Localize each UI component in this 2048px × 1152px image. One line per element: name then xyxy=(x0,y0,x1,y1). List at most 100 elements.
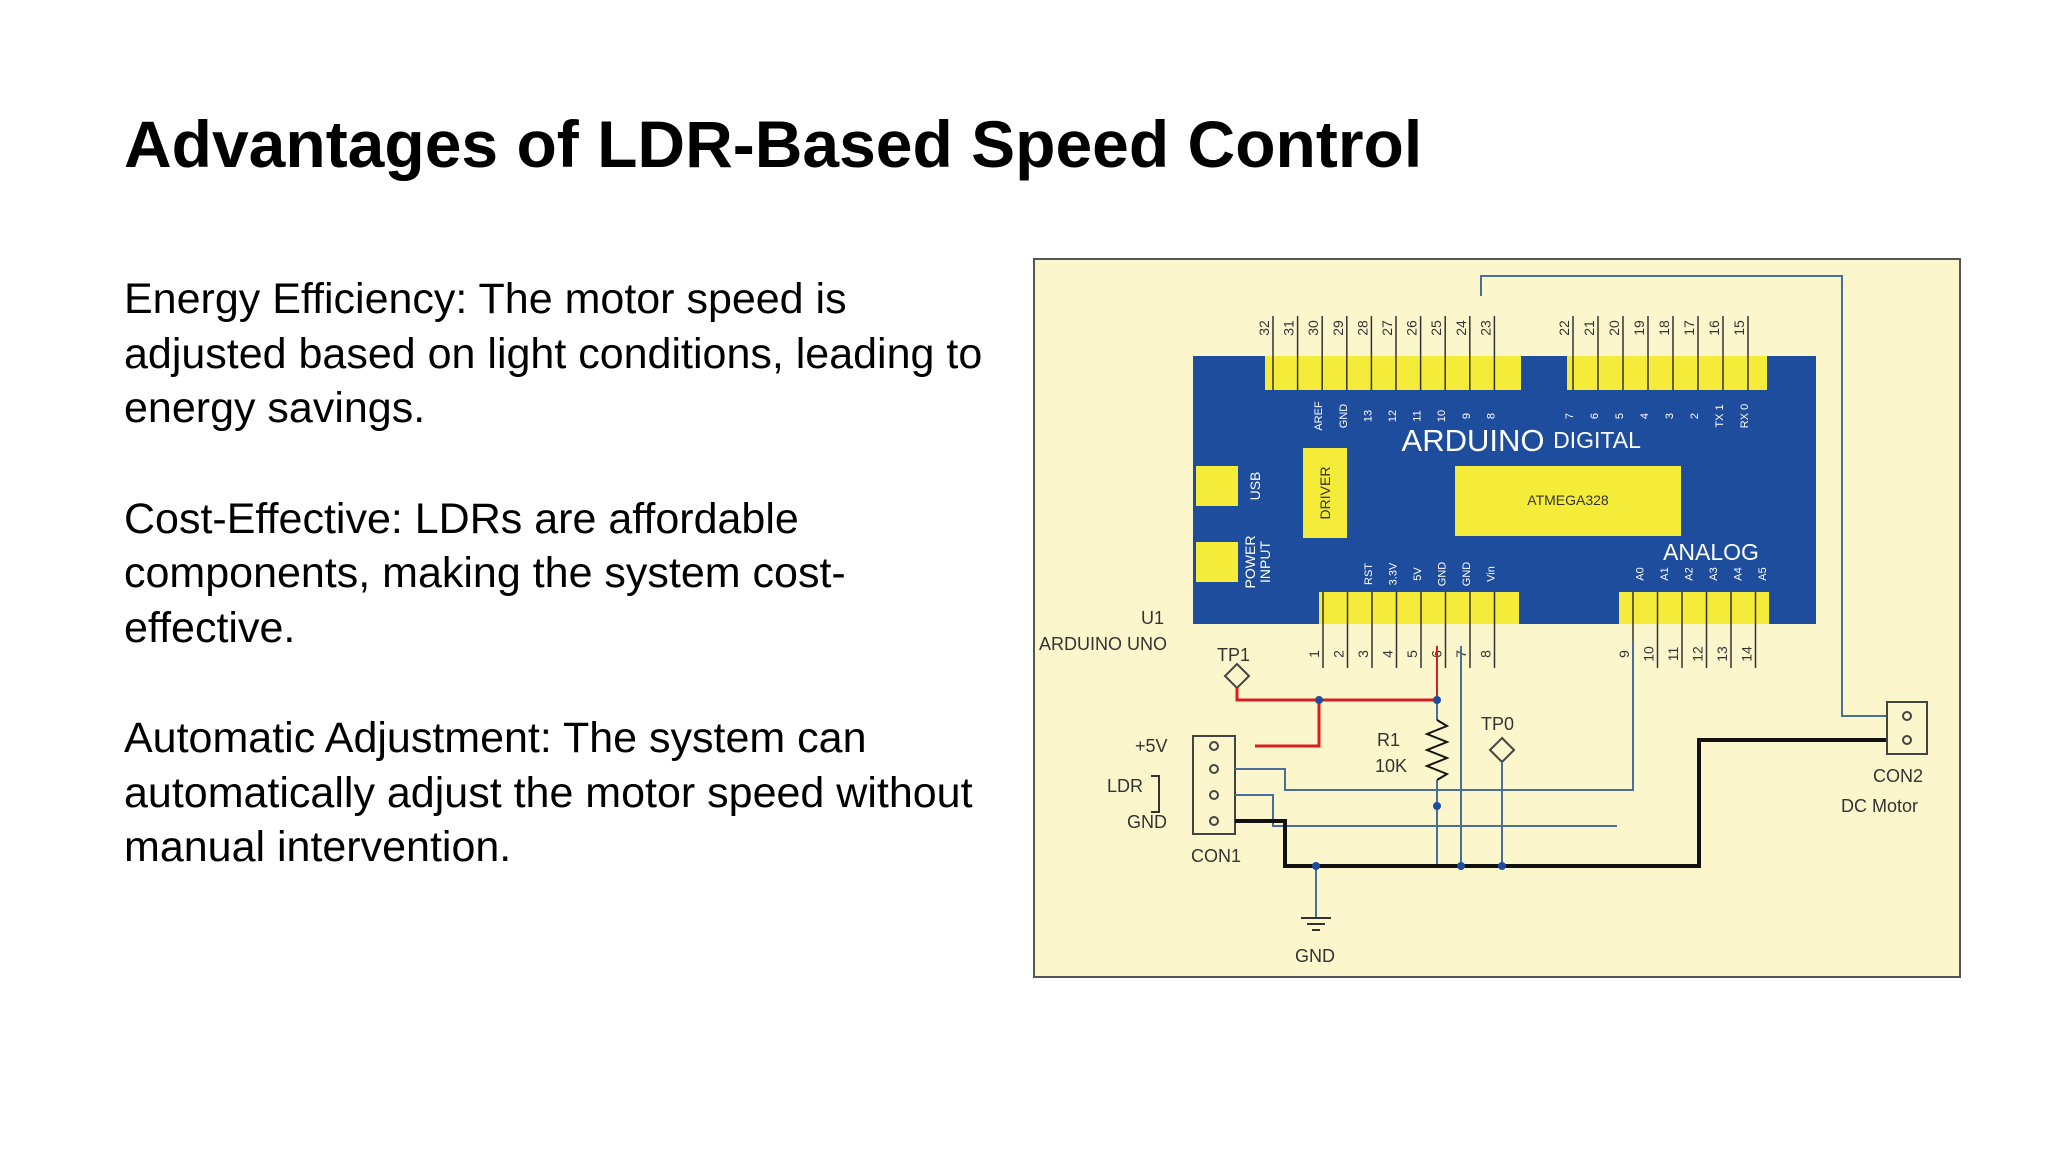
pin-signal-label: 9 xyxy=(1461,413,1473,419)
pin-number: 16 xyxy=(1706,320,1722,336)
pin-signal-label: RX 0 xyxy=(1739,404,1751,428)
pin-number: 8 xyxy=(1478,650,1494,658)
pin-signal-label: A1 xyxy=(1659,567,1671,580)
header-bottom-right xyxy=(1619,592,1769,624)
tp0-label: TP0 xyxy=(1481,714,1514,734)
junction-dot xyxy=(1457,862,1465,870)
pin-signal-label: 3 xyxy=(1664,413,1676,419)
driver-label: DRIVER xyxy=(1317,467,1333,520)
pin-number: 11 xyxy=(1665,647,1681,662)
pin-signal-label: A4 xyxy=(1733,567,1745,580)
con2-ref-label: CON2 xyxy=(1873,766,1923,786)
bullet-list: Energy Efficiency: The motor speed is ad… xyxy=(124,272,1004,931)
point-automatic-adjustment: Automatic Adjustment: The system can aut… xyxy=(124,714,973,871)
atmega-chip xyxy=(1455,466,1681,536)
pin-signal-label: A2 xyxy=(1684,567,1696,580)
junction-dot xyxy=(1433,696,1441,704)
driver-chip xyxy=(1303,448,1347,538)
pin-signal-label: RST xyxy=(1363,563,1375,585)
pin-signal-label: 8 xyxy=(1485,413,1497,419)
pin-signal-label: 6 xyxy=(1589,413,1601,419)
input-label: INPUT xyxy=(1257,541,1273,583)
pin-number: 19 xyxy=(1631,320,1647,336)
pin-number: 9 xyxy=(1616,650,1632,658)
r1-resistor xyxy=(1424,719,1450,781)
pin-number: 24 xyxy=(1453,320,1469,336)
wire-ground-black xyxy=(1235,738,1887,868)
header-bottom-left xyxy=(1319,592,1519,624)
pin-number: 26 xyxy=(1404,320,1420,336)
pin-signal-label: GND xyxy=(1437,562,1449,587)
header-top-left xyxy=(1265,356,1521,390)
con2-connector xyxy=(1886,701,1928,755)
pin-signal-label: A3 xyxy=(1708,567,1720,580)
pin-signal-label: 5 xyxy=(1614,413,1626,419)
junction-dot xyxy=(1312,862,1320,870)
tp1-label: TP1 xyxy=(1217,645,1250,665)
pin-number: 1 xyxy=(1306,650,1322,658)
arduino-uno-label: ARDUINO UNO xyxy=(1039,634,1167,654)
chip-label: ATMEGA328 xyxy=(1527,492,1609,508)
r1-ref-label: R1 xyxy=(1377,730,1400,750)
pin-number: 21 xyxy=(1581,320,1597,336)
con1-gnd-label: GND xyxy=(1127,812,1167,832)
pin-number: 14 xyxy=(1739,646,1755,662)
pin-number: 29 xyxy=(1330,320,1346,336)
pin-signal-label: A5 xyxy=(1757,567,1769,580)
con2-desc-label: DC Motor xyxy=(1841,796,1918,816)
pin-signal-label: GND xyxy=(1338,404,1350,429)
analog-label: ANALOG xyxy=(1663,539,1759,565)
pin-signal-label: 4 xyxy=(1639,413,1651,419)
pin-number: 10 xyxy=(1641,646,1657,662)
pin-number: 3 xyxy=(1355,650,1371,658)
header-top-right xyxy=(1567,356,1767,390)
pin-signal-label: 7 xyxy=(1564,413,1576,419)
pin-number: 22 xyxy=(1556,320,1572,336)
pin-signal-label: GND xyxy=(1461,562,1473,587)
digital-label: DIGITAL xyxy=(1553,427,1641,453)
pin-number: 2 xyxy=(1331,650,1347,658)
pin-number: 13 xyxy=(1714,646,1730,662)
point-energy-efficiency: Energy Efficiency: The motor speed is ad… xyxy=(124,275,983,432)
pin-number: 31 xyxy=(1281,320,1297,336)
gnd-label: GND xyxy=(1295,946,1335,966)
pin-signal-label: 13 xyxy=(1362,410,1374,422)
con1-5v-label: +5V xyxy=(1135,736,1168,756)
pin-number: 4 xyxy=(1380,650,1396,658)
pin-signal-label: Vin xyxy=(1486,566,1498,582)
pin-number: 27 xyxy=(1379,320,1395,336)
wire-con1-gnd xyxy=(1235,794,1617,827)
con1-ldr-label: LDR xyxy=(1107,776,1143,796)
pin-number: 28 xyxy=(1354,320,1370,336)
pin-signal-label: 2 xyxy=(1689,413,1701,419)
wire-5v xyxy=(1235,688,1437,748)
pin-number: 32 xyxy=(1256,320,1272,336)
r1-value-label: 10K xyxy=(1375,756,1407,776)
pin-number: 12 xyxy=(1690,646,1706,662)
junction-dot xyxy=(1315,696,1323,704)
wire-ldr-to-a0 xyxy=(1235,642,1634,791)
pin-signal-label: 5V xyxy=(1412,567,1424,581)
usb-connector xyxy=(1196,466,1238,506)
ldr-bracket xyxy=(1151,775,1160,813)
pin-number: 30 xyxy=(1305,320,1321,336)
pin-signal-label: 11 xyxy=(1412,410,1424,421)
wire-pin24-to-con2 xyxy=(1480,275,1893,717)
pin-number: 18 xyxy=(1656,320,1672,336)
pin-signal-label: 12 xyxy=(1387,410,1399,422)
gnd-symbol xyxy=(1301,917,1331,931)
con1-ref-label: CON1 xyxy=(1191,846,1241,866)
pin-number: 25 xyxy=(1428,320,1444,336)
pin-number: 23 xyxy=(1477,320,1493,336)
pin-signal-label: A0 xyxy=(1635,567,1647,580)
pin-signal-label: 10 xyxy=(1436,410,1448,422)
pin-number: 15 xyxy=(1731,320,1747,336)
slide-title: Advantages of LDR-Based Speed Control xyxy=(124,107,1423,181)
pin-signal-label: AREF xyxy=(1313,401,1325,431)
junction-dot xyxy=(1433,802,1441,810)
pin-signal-label: TX 1 xyxy=(1714,404,1726,427)
pin-number: 5 xyxy=(1404,650,1420,658)
pin-number: 20 xyxy=(1606,320,1622,336)
